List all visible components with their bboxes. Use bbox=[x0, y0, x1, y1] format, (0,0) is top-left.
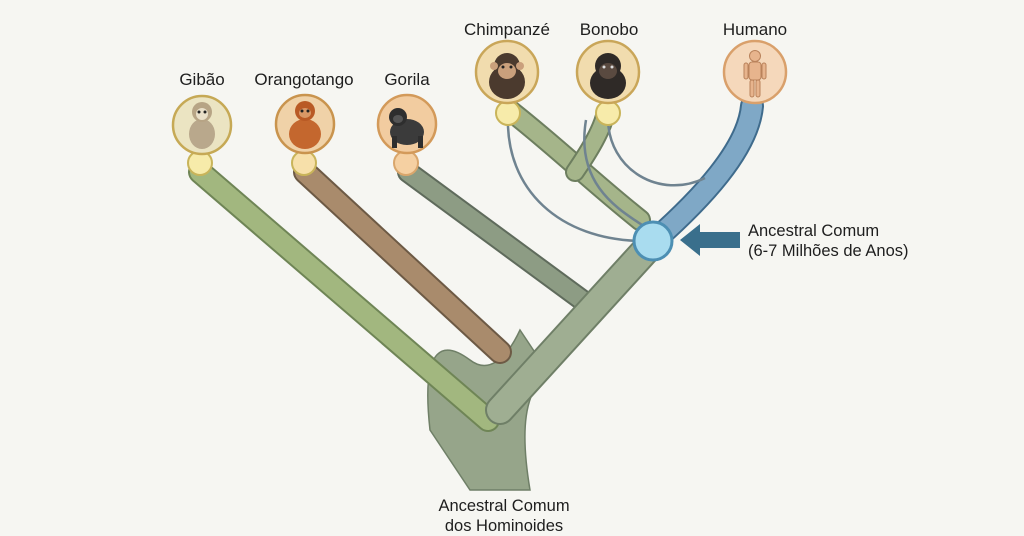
root-label-line2: dos Hominoides bbox=[444, 517, 564, 535]
label-chimpanzee: Chimpanzé bbox=[464, 20, 550, 39]
connector-chimp bbox=[506, 114, 643, 243]
label-orangutan: Orangotango bbox=[254, 70, 354, 89]
common-ancestor-age: (6-7 Milhões de Anos) bbox=[748, 242, 909, 260]
common-ancestor-node bbox=[632, 220, 674, 262]
chimpanzee-icon bbox=[474, 39, 540, 105]
common-ancestor-title: Ancestral Comum bbox=[748, 222, 880, 240]
common-ancestor-label: Ancestral Comum (6-7 Milhões de Anos) bbox=[748, 221, 909, 261]
orangutan-icon bbox=[274, 93, 336, 155]
connector-bonobo bbox=[583, 119, 643, 227]
label-gorilla: Gorila bbox=[384, 70, 430, 89]
human-icon bbox=[722, 39, 788, 105]
label-bonobo: Bonobo bbox=[579, 20, 639, 39]
bonobo-icon bbox=[575, 39, 641, 105]
gibbon-icon bbox=[171, 94, 233, 156]
root-label-line1: Ancestral Comum bbox=[438, 497, 570, 515]
label-human: Humano bbox=[722, 20, 788, 39]
endpoint-dots bbox=[187, 100, 621, 176]
label-gibbon: Gibão bbox=[179, 70, 225, 89]
root-label: Ancestral Comum dos Hominoides bbox=[438, 496, 569, 536]
gorilla-icon bbox=[376, 93, 438, 155]
connector-human bbox=[606, 117, 706, 187]
arrow-icon bbox=[680, 224, 740, 256]
